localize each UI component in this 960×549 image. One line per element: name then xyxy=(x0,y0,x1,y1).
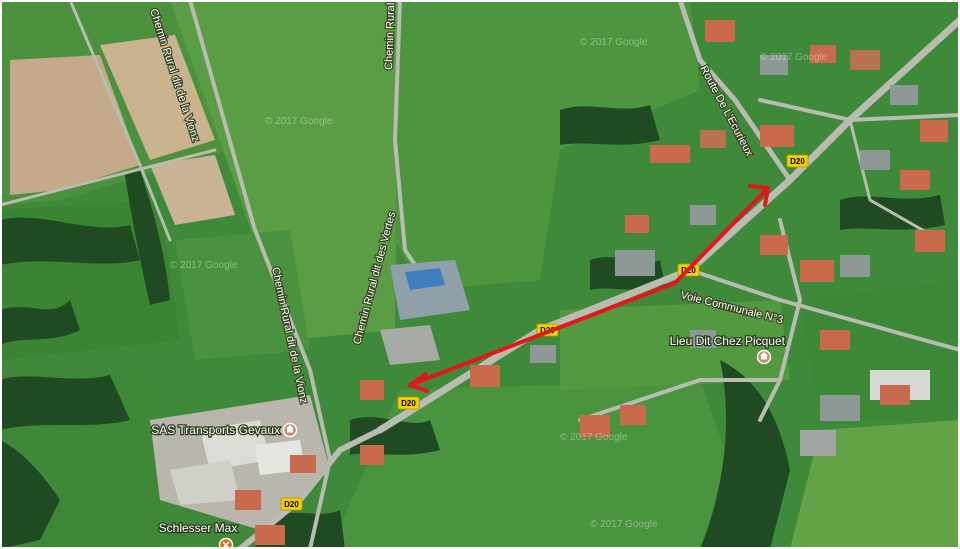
svg-text:D20: D20 xyxy=(284,500,299,509)
road-badge-5: D20 xyxy=(280,497,303,511)
tree-lines xyxy=(0,105,945,549)
watermarks: © 2017 Google © 2017 Google © 2017 Googl… xyxy=(170,37,828,530)
road-badge-1: D20 xyxy=(786,154,809,168)
svg-text:© 2017 Google: © 2017 Google xyxy=(265,116,333,127)
route-arrow-line xyxy=(673,186,770,285)
svg-text:© 2017 Google: © 2017 Google xyxy=(580,37,648,48)
road-label-chemin-rural: Chemin Rural xyxy=(383,2,397,70)
road-badge-4: D20 xyxy=(397,396,420,410)
place-lieu-dit[interactable]: Lieu Dit Chez Picquet xyxy=(668,333,787,365)
place-sas-transports[interactable]: SAS Transports Gevaux xyxy=(150,422,298,438)
route-arrows xyxy=(408,184,770,393)
arrow-head-west xyxy=(408,372,429,393)
place-label: Schlesser Max xyxy=(159,521,238,535)
place-schlesser-max[interactable]: Schlesser Max xyxy=(157,520,239,549)
svg-text:© 2017 Google: © 2017 Google xyxy=(170,260,238,271)
place-label: SAS Transports Gevaux xyxy=(151,423,280,437)
svg-text:© 2017 Google: © 2017 Google xyxy=(560,432,628,443)
arrow-head-north xyxy=(748,184,770,207)
route-arrow-line xyxy=(408,281,677,387)
wrench-icon xyxy=(218,537,234,549)
buildings xyxy=(235,20,948,545)
svg-text:D20: D20 xyxy=(790,157,805,166)
svg-text:© 2017 Google: © 2017 Google xyxy=(760,52,828,63)
svg-text:D20: D20 xyxy=(401,399,416,408)
place-label: Lieu Dit Chez Picquet xyxy=(670,334,786,348)
svg-text:© 2017 Google: © 2017 Google xyxy=(590,519,658,530)
